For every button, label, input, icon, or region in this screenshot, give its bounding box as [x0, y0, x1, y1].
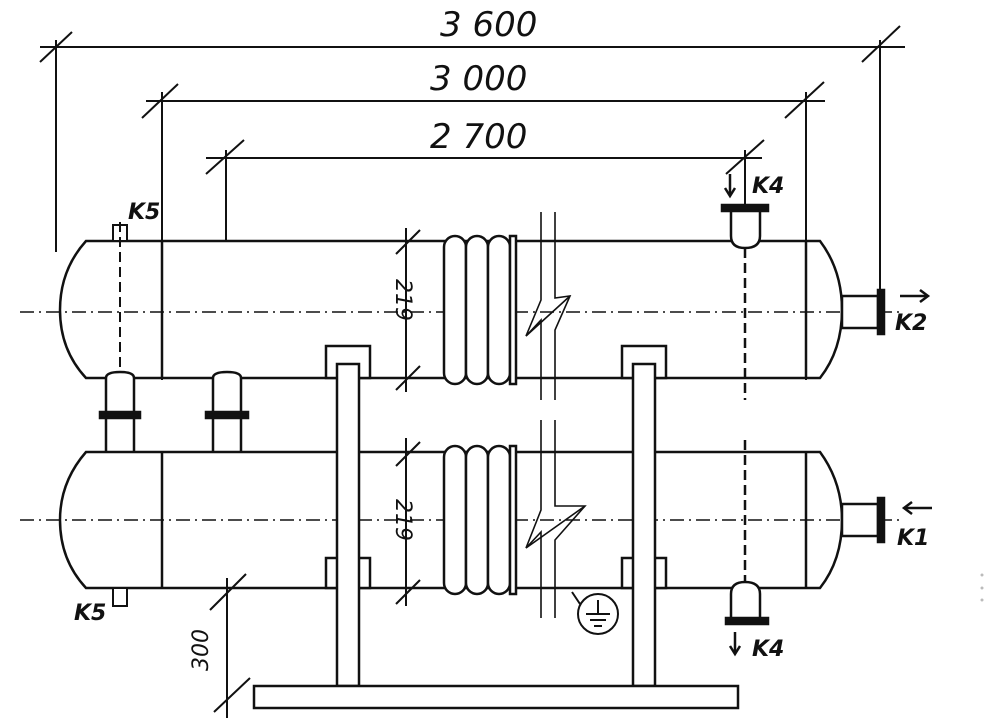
base-plate — [252, 684, 740, 710]
k4-bottom-nozzle — [724, 440, 770, 657]
diameter-lower-label: 219 — [390, 499, 415, 541]
dimension-3600 — [39, 25, 905, 300]
k1-label: K1 — [897, 526, 929, 551]
k4-top-label: K4 — [752, 174, 784, 199]
dimension-2700-label: 2 700 — [430, 117, 527, 157]
k2-label: K2 — [895, 311, 927, 336]
support-left — [324, 344, 372, 688]
lower-break-lines — [525, 420, 587, 618]
k2-nozzle — [840, 288, 931, 336]
diameter-dimension-upper — [395, 228, 421, 392]
k5-bottom-nozzle — [112, 587, 128, 607]
diameter-upper-label: 219 — [390, 279, 415, 321]
dimension-300-label: 300 — [189, 629, 214, 671]
connecting-pipe-left — [98, 370, 142, 462]
dimension-3000-label: 3 000 — [430, 59, 527, 99]
ground-icon — [571, 591, 619, 635]
lower-bellows — [442, 444, 518, 596]
upper-bellows — [442, 234, 518, 386]
k5-top-label: K5 — [128, 200, 160, 225]
edge-marks — [980, 573, 984, 602]
diameter-dimension-lower — [395, 438, 421, 606]
k5-bottom-label: K5 — [74, 601, 106, 626]
upper-break-lines — [525, 212, 572, 400]
connecting-pipe-right — [204, 370, 250, 462]
support-right — [620, 344, 668, 688]
k1-nozzle — [840, 496, 932, 544]
dimension-3600-label: 3 600 — [440, 5, 537, 45]
k4-bottom-label: K4 — [752, 637, 784, 662]
k4-top-nozzle — [720, 174, 770, 400]
dimension-300 — [209, 573, 251, 718]
